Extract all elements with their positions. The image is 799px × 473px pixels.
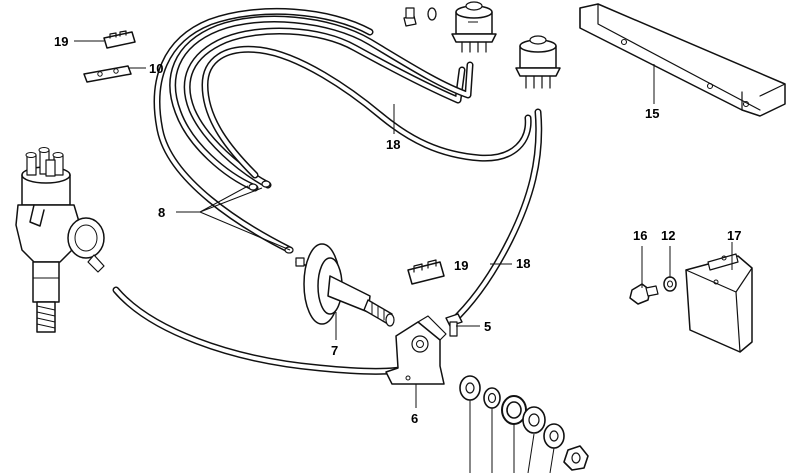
- hose-distributor: [112, 286, 404, 375]
- label-part-6: 6: [411, 411, 418, 426]
- temp-switch-left: [451, 1, 497, 53]
- screw-5: [445, 313, 463, 337]
- label-part-19-top: 19: [54, 34, 68, 49]
- hose-18-upper: [201, 45, 532, 179]
- washer-12: [663, 276, 677, 292]
- label-part-10: 10: [149, 61, 163, 76]
- clip-19-mid: [407, 259, 445, 285]
- mounting-rail-15: [579, 3, 786, 117]
- part-labels: 19 10 8 18 15 19 18 5 7 6 16 12 17: [54, 34, 741, 426]
- temp-switch-right: [515, 35, 561, 89]
- valve-parts-stack: [459, 375, 589, 471]
- hose-18-lower: [448, 108, 543, 326]
- screw-top: [403, 7, 437, 27]
- label-part-17: 17: [727, 228, 741, 243]
- screw-16: [629, 283, 659, 305]
- vacuum-unit-7: [295, 243, 395, 327]
- label-part-16: 16: [633, 228, 647, 243]
- label-part-15: 15: [645, 106, 659, 121]
- bracket-10: [83, 65, 132, 83]
- label-part-8: 8: [158, 205, 165, 220]
- bracket-6: [385, 315, 447, 385]
- clip-19-top: [103, 30, 136, 49]
- label-part-5: 5: [484, 319, 491, 334]
- control-unit-17: [685, 253, 753, 353]
- label-part-7: 7: [331, 343, 338, 358]
- label-part-19-mid: 19: [454, 258, 468, 273]
- distributor: [15, 147, 105, 333]
- label-part-12: 12: [661, 228, 675, 243]
- label-part-18-top: 18: [386, 137, 400, 152]
- vacuum-hoses-8: [153, 7, 474, 254]
- leader-lines: [74, 21, 733, 473]
- label-part-18-mid: 18: [516, 256, 530, 271]
